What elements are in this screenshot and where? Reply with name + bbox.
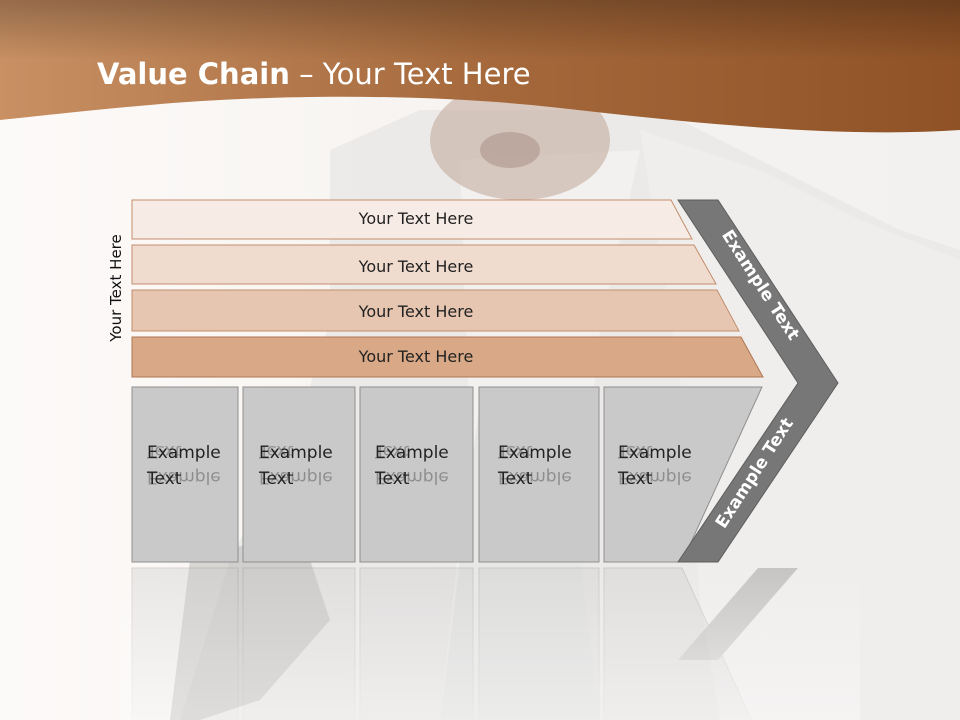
activity-box-2-line1: Example (259, 443, 333, 463)
band-3 (131, 289, 740, 332)
svg-text:Text: Text (497, 441, 533, 461)
activity-box-4-line2: Text (497, 469, 533, 489)
activity-box-5-line1: Example (618, 443, 692, 463)
slide-title: Value Chain – Your Text Here (97, 57, 531, 91)
band-1 (131, 199, 693, 240)
activity-box-1-line1: Example (147, 443, 221, 463)
svg-text:Example: Example (147, 467, 221, 487)
band-4-label: Your Text Here (358, 347, 474, 366)
activity-boxes: Example Text Example Text Example Text E… (131, 386, 763, 563)
svg-text:Text: Text (146, 441, 182, 461)
activity-box-3-line2: Text (374, 469, 410, 489)
activity-box-1 (131, 386, 239, 563)
band-stack: Your Text Here Your Text Here Your Text … (131, 199, 764, 378)
svg-text:Example: Example (259, 467, 333, 487)
activity-box-3-line1: Example (375, 443, 449, 463)
svg-text:Text: Text (617, 441, 653, 461)
svg-text:Text: Text (258, 441, 294, 461)
activity-box-3 (359, 386, 474, 563)
activity-box-4 (478, 386, 600, 563)
band-2 (131, 244, 717, 285)
svg-text:Example: Example (618, 467, 692, 487)
band-3-label: Your Text Here (358, 302, 474, 321)
activity-box-1-line2: Text (146, 469, 182, 489)
band-2-label: Your Text Here (358, 257, 474, 276)
svg-text:Text: Text (374, 441, 410, 461)
svg-text:Example: Example (498, 467, 572, 487)
reflection: Example Text Example Text Example Text E… (120, 441, 860, 720)
band-1-label: Your Text Here (358, 209, 474, 228)
header-banner (0, 0, 960, 133)
activity-box-2-line2: Text (258, 469, 294, 489)
side-label: Your Text Here (107, 234, 125, 342)
activity-box-2 (242, 386, 356, 563)
activity-box-5-line2: Text (617, 469, 653, 489)
svg-text:Example: Example (375, 467, 449, 487)
band-4 (131, 336, 764, 378)
activity-box-4-line1: Example (498, 443, 572, 463)
